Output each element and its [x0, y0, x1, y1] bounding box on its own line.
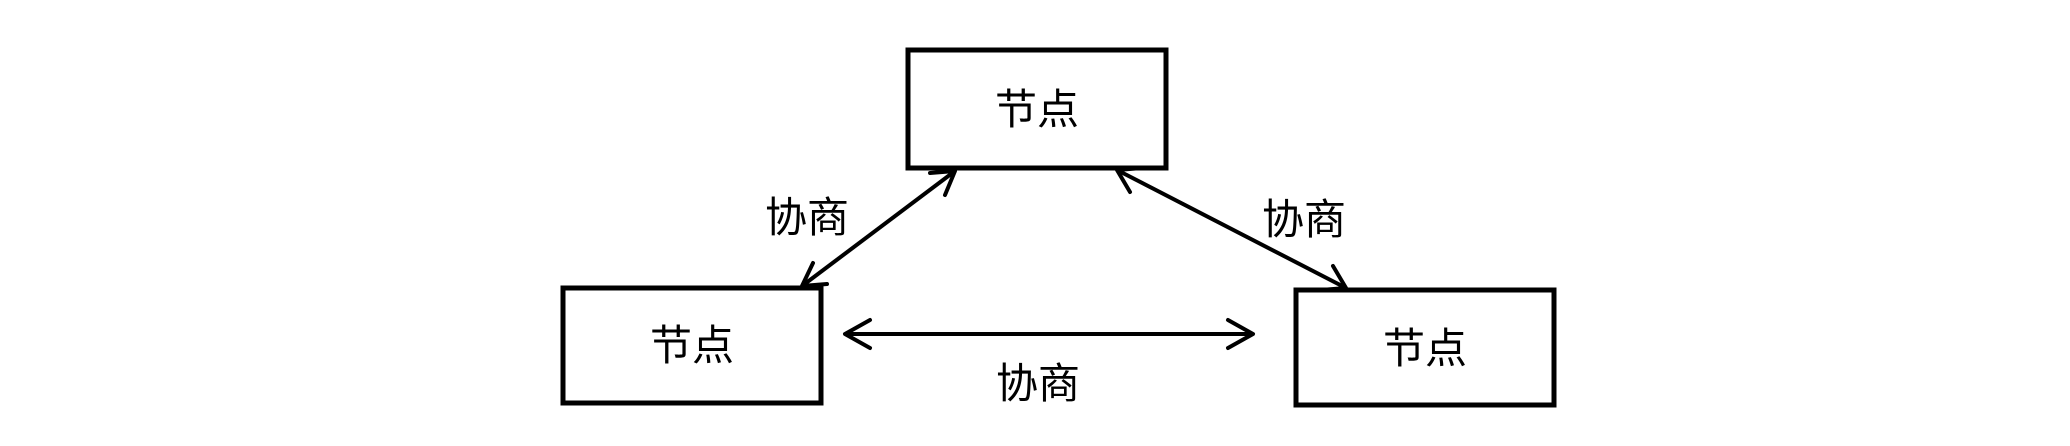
node-left: 节点 — [560, 285, 824, 406]
edge-left-right: 协商 — [843, 318, 1255, 408]
arrowhead-left-right-at-right — [1226, 318, 1255, 350]
arrowhead-left-top-at-top — [928, 169, 957, 197]
node-top-label: 节点 — [995, 85, 1079, 134]
arrowhead-top-right-at-top — [1115, 166, 1144, 194]
edge-top-right-label: 协商 — [1262, 195, 1346, 244]
edge-top-right-line — [1116, 168, 1347, 290]
node-right-label: 节点 — [1383, 324, 1467, 373]
edge-left-top-line — [800, 169, 957, 288]
edge-left-right-label: 协商 — [996, 359, 1080, 408]
node-right: 节点 — [1293, 287, 1557, 408]
arrowhead-left-top-at-left — [800, 261, 829, 288]
arrowhead-left-right-at-left — [843, 318, 872, 350]
edge-left-top: 协商 — [765, 169, 957, 288]
node-top: 节点 — [905, 47, 1169, 171]
arrowhead-top-right-at-right — [1319, 264, 1348, 292]
node-top-box — [905, 47, 1169, 171]
edge-top-right: 协商 — [1115, 166, 1348, 292]
node-right-box — [1293, 287, 1557, 408]
edge-left-top-label: 协商 — [765, 193, 849, 242]
node-left-label: 节点 — [650, 321, 734, 370]
node-left-box — [560, 285, 824, 406]
